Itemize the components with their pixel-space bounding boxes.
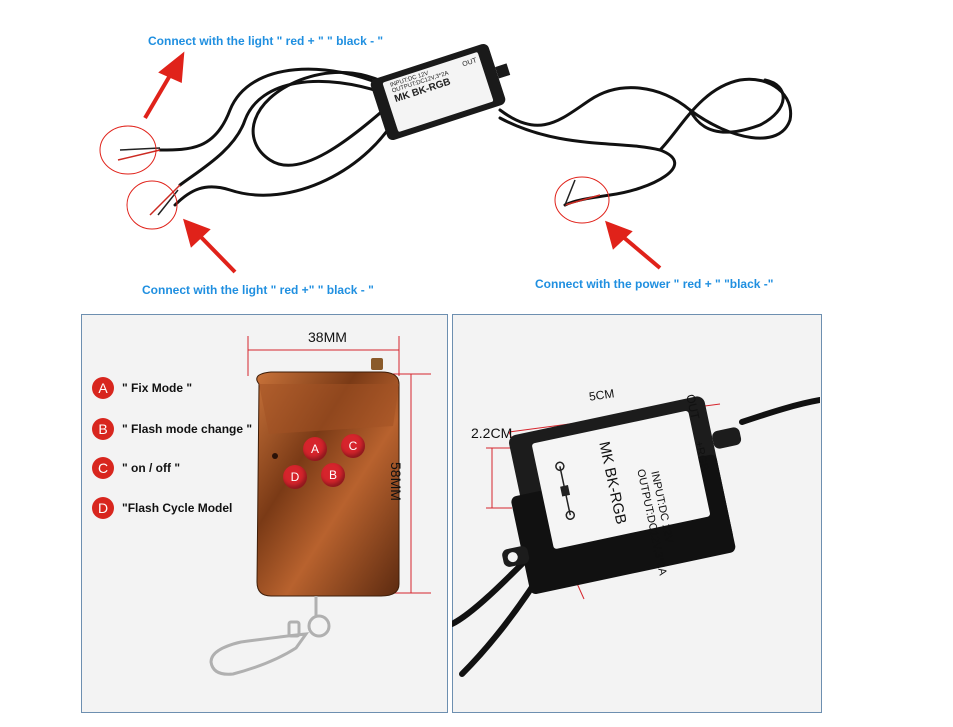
caption-power: Connect with the power " red + " "black … [535, 277, 774, 291]
legend-text-a: " Fix Mode " [122, 381, 193, 395]
remote-button-c[interactable]: C [341, 434, 365, 458]
box-height-dimension-label: 2.2CM [471, 425, 513, 441]
legend-badge-a: A [92, 377, 114, 399]
wiring-photo [99, 43, 793, 274]
remote-illustration [209, 336, 431, 676]
legend-text-b: " Flash mode change " [122, 422, 253, 436]
legend-badge-d: D [92, 497, 114, 519]
remote-button-d[interactable]: D [283, 465, 307, 489]
legend-text-d: "Flash Cycle Model [122, 501, 233, 515]
width-dimension-label: 38MM [308, 329, 347, 345]
caption-light-top: Connect with the light " red + " " black… [148, 34, 384, 48]
remote-button-b[interactable]: B [321, 463, 345, 487]
legend-badge-b: B [92, 418, 114, 440]
caption-light-bottom: Connect with the light " red +" " black … [142, 283, 374, 297]
remote-button-a[interactable]: A [303, 437, 327, 461]
legend-text-c: " on / off " [122, 461, 181, 475]
legend-badge-c: C [92, 457, 114, 479]
height-dimension-label: 58MM [388, 462, 404, 501]
controller-box-illustration [452, 396, 820, 677]
